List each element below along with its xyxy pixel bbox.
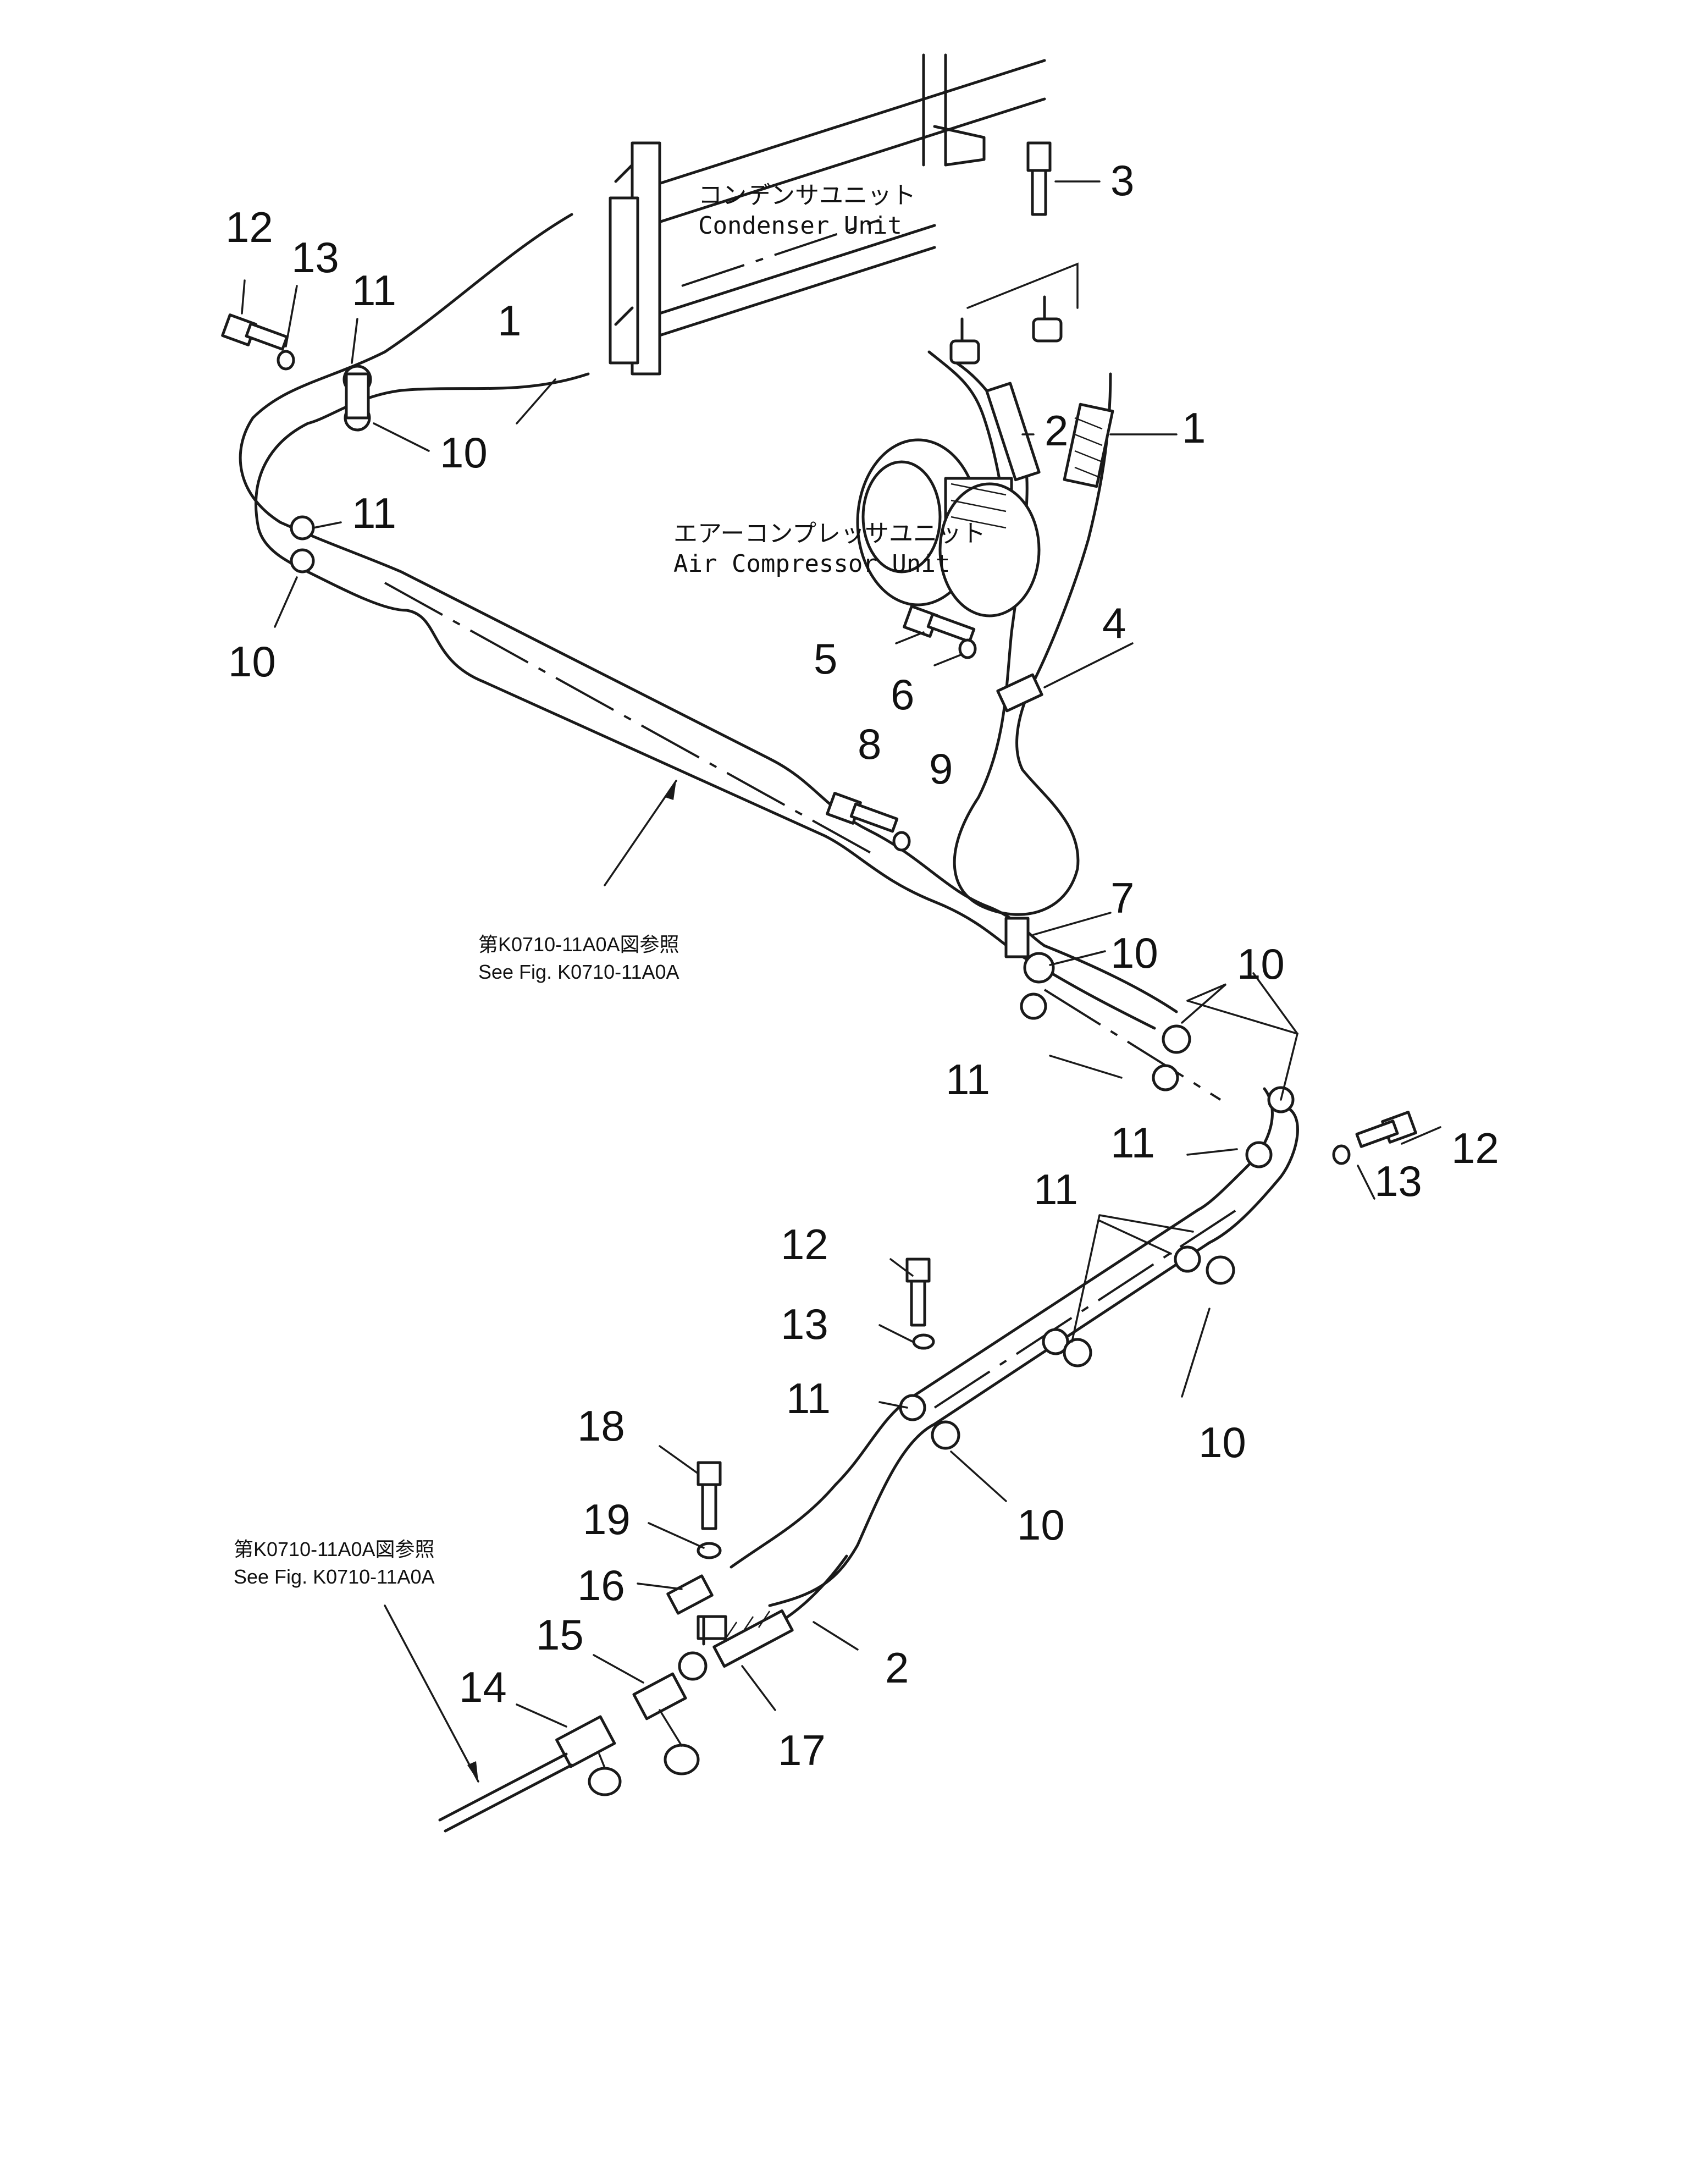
callout-4: 4 [1102, 599, 1126, 647]
bolts-washers [221, 141, 1417, 1559]
callout-12-lower: 12 [781, 1220, 828, 1269]
condenser-unit [609, 53, 1046, 376]
reference-label-jp-1: 第K0710-11A0A図参照 [478, 933, 679, 956]
callout-12-right: 12 [1451, 1124, 1499, 1172]
compressor-label-jp: エアーコンプレッサユニット [673, 520, 986, 548]
callout-13-lower: 13 [781, 1300, 828, 1348]
callout-5: 5 [814, 635, 837, 683]
callout-11-right: 11 [1110, 1118, 1155, 1167]
reference-label-jp-2: 第K0710-11A0A図参照 [234, 1538, 435, 1560]
callout-2-top: 2 [1045, 406, 1068, 455]
callout-3: 3 [1110, 156, 1134, 205]
condenser-label-en: Condenser Unit [698, 212, 902, 240]
callout-2-bottom: 2 [885, 1643, 909, 1692]
callout-10-lower: 10 [1198, 1418, 1246, 1466]
callout-10-left: 10 [228, 637, 276, 686]
reference-label-en-2: See Fig. K0710-11A0A [234, 1565, 435, 1588]
callout-10-top: 10 [440, 428, 488, 477]
callout-10-mid-right: 10 [1237, 940, 1285, 988]
callout-15: 15 [536, 1611, 584, 1659]
callout-13-right: 13 [1374, 1157, 1422, 1205]
callout-10-bottom: 10 [1017, 1501, 1065, 1549]
callout-1-right: 1 [1182, 404, 1206, 452]
compressor-hoses [927, 262, 1114, 916]
callout-12-top-left: 12 [225, 203, 273, 251]
callout-17: 17 [778, 1726, 826, 1774]
leader-lines [241, 180, 1441, 1728]
callout-11-bottom: 11 [786, 1374, 831, 1422]
callout-7: 7 [1110, 874, 1134, 922]
reference-arrows [384, 780, 677, 1783]
compressor-label-en: Air Compressor Unit [673, 550, 950, 578]
condenser-label-jp: コンデンサユニット [698, 181, 916, 209]
callout-18: 18 [577, 1402, 625, 1450]
air-compressor [856, 438, 1041, 617]
reference-label-en-1: See Fig. K0710-11A0A [478, 961, 679, 983]
callout-11-mid: 11 [946, 1055, 990, 1104]
callout-16: 16 [577, 1561, 625, 1609]
callout-8: 8 [858, 720, 881, 768]
callout-10-mid: 10 [1110, 929, 1158, 977]
lower-fittings [438, 1574, 794, 1833]
callout-14: 14 [459, 1663, 507, 1711]
callout-9: 9 [929, 744, 953, 793]
hose-routing [239, 213, 1299, 1629]
callout-6: 6 [891, 670, 914, 719]
callout-11-left: 11 [352, 489, 396, 537]
callout-1-left: 1 [498, 296, 521, 345]
callout-11-top: 11 [352, 266, 396, 315]
callout-13-top-left: 13 [291, 233, 339, 282]
callout-11-lower: 11 [1034, 1165, 1078, 1214]
callout-19: 19 [583, 1495, 631, 1543]
